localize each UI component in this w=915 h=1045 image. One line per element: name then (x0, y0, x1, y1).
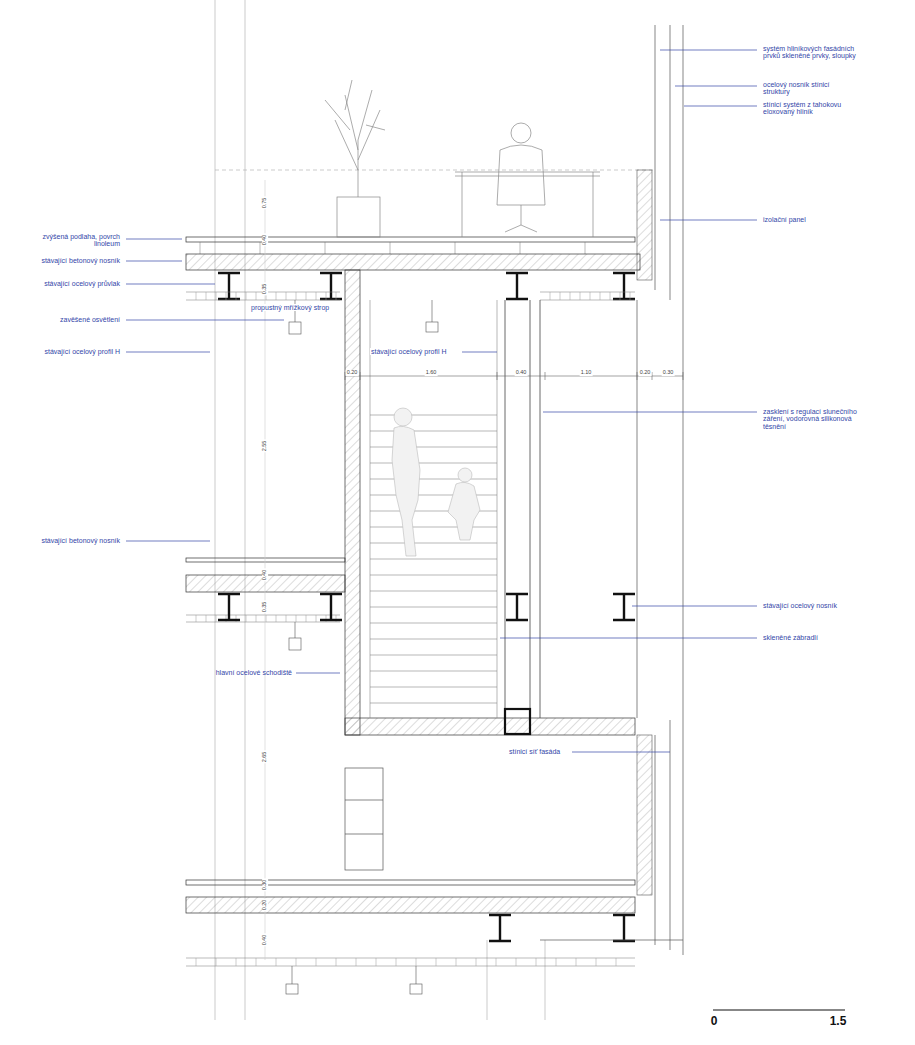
dimension: 0.20 (346, 370, 359, 376)
callout-label: ocelový nosník stínicí struktury (763, 81, 858, 96)
callout-label: stávající ocelový profil H (370, 348, 447, 355)
dimension: 0.40 (262, 569, 268, 582)
callout-label: stávající ocelový nosník (763, 602, 858, 609)
dimension: 0.40 (262, 234, 268, 247)
dimension: 0.35 (262, 283, 268, 296)
dimension: 1.60 (425, 370, 438, 376)
scale-number: 0 (711, 1015, 718, 1028)
dimension: 0.75 (262, 197, 268, 210)
dimension: 1.10 (580, 370, 593, 376)
callout-label: stávající ocelový profil H (20, 348, 120, 355)
dimension: 0.35 (262, 601, 268, 614)
callout-label: zasklení s regulací slunečního záření, v… (763, 408, 858, 430)
callout-label: stávající betonový nosník (20, 257, 120, 264)
callout-label: skleněné zábradlí (763, 634, 858, 641)
callout-label: zavěšené osvětlení (20, 316, 120, 323)
dimension: 0.40 (262, 934, 268, 947)
callout-label: izolační panel (763, 216, 858, 223)
scale-number: 1.5 (830, 1015, 847, 1028)
callout-label: hlavní ocelové schodiště (180, 669, 292, 676)
callout-label: stávající ocelový průvlak (20, 280, 120, 287)
dimension: 0.20 (639, 370, 652, 376)
dimension: 0.30 (262, 879, 268, 892)
callout-label: stínicí systém z tahokovu eloxovaný hlin… (763, 101, 858, 116)
dimension: 2.65 (262, 751, 268, 764)
dimension: 0.30 (662, 370, 675, 376)
callout-label: propustný mřížkový strop (250, 304, 330, 311)
callout-label: systém hliníkových fasádních prvků sklen… (763, 45, 858, 60)
callout-label: zvýšená podlaha, povrch linoleum (20, 233, 120, 248)
callout-label: stínicí síť fasáda (508, 748, 561, 755)
dimension: 2.55 (262, 440, 268, 453)
callout-label: stávající betonový nosník (20, 537, 120, 544)
dimension: 0.20 (262, 899, 268, 912)
dimension: 0.40 (515, 370, 528, 376)
